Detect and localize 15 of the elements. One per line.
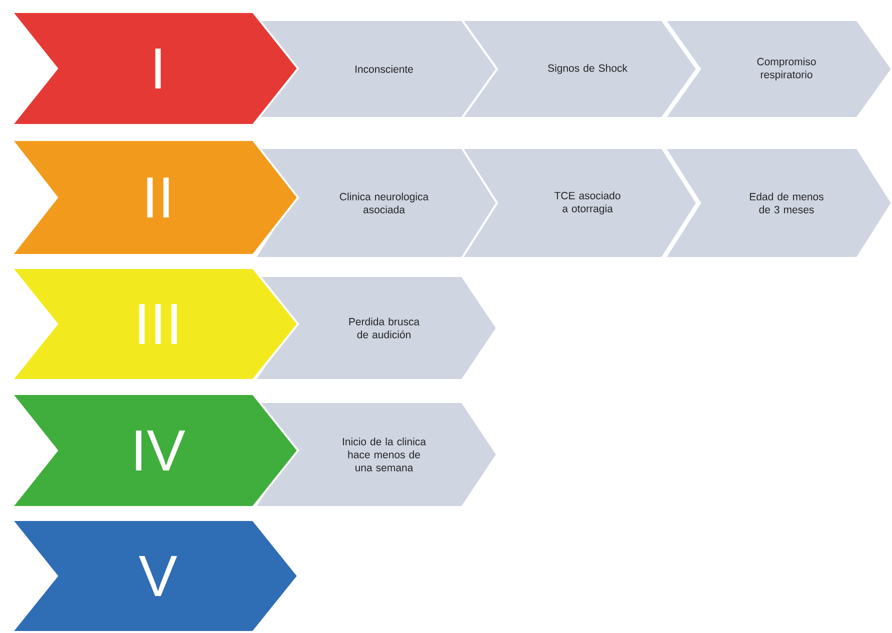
node-label: Edad de menos de 3 meses (750, 192, 824, 214)
level-banner: II (10, 139, 300, 256)
level-banner: III (10, 267, 300, 381)
node-label: Compromiso respiratorio (757, 58, 816, 80)
level-banner: IV (10, 393, 300, 508)
level-banner: V (10, 519, 300, 633)
criterion-banner: Perdida brusca de audición (253, 275, 498, 381)
criterion-banner: Edad de menos de 3 meses (663, 147, 892, 259)
criterion-banner: TCE asociado a otorragia (460, 147, 698, 259)
criterion-banner: Inconsciente (253, 19, 498, 119)
level-banner: I (10, 11, 300, 126)
criterion-banner: Compromiso respiratorio (663, 19, 892, 119)
criterion-banner: Signos de Shock (460, 19, 698, 119)
criterion-banner: Clinica neurologica asociada (253, 147, 498, 259)
criterion-banner: Inicio de la clinica hace menos de una semana (253, 401, 498, 508)
